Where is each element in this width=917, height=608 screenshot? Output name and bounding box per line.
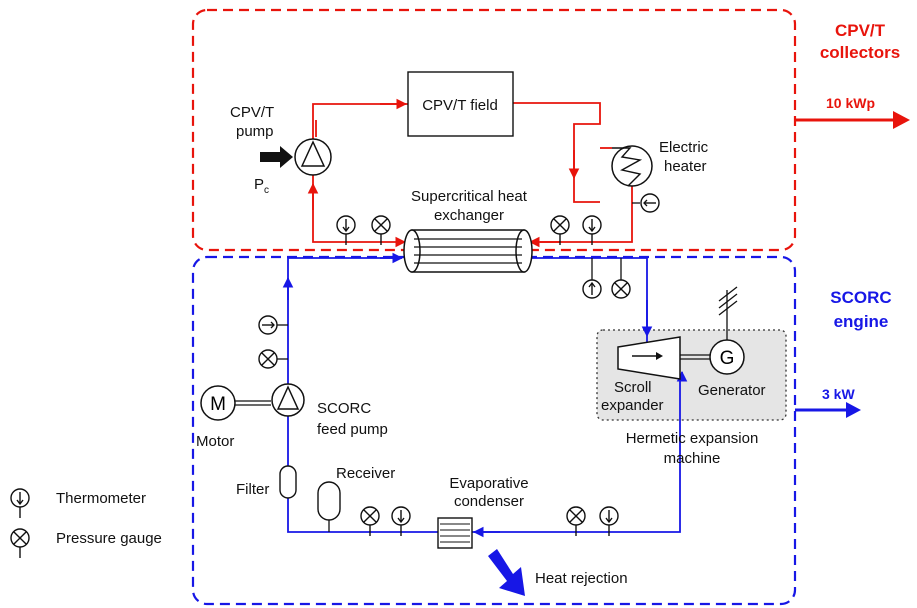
generator-icon: G	[709, 339, 745, 375]
scorc-title-line1: SCORC	[830, 288, 891, 307]
cpvt-title-line2: collectors	[820, 43, 900, 62]
scroll-expander-icon	[617, 336, 681, 380]
hermetic-machine-label-line2: machine	[664, 450, 721, 467]
pressure-gauge-icon	[611, 258, 631, 299]
power-symbol: Pc	[254, 176, 269, 196]
scorc-output-label: 3 kW	[822, 386, 855, 402]
pressure-gauge-icon	[258, 349, 288, 369]
cpvt-pump-icon	[294, 138, 332, 176]
supercritical-heat-exchanger	[403, 229, 533, 273]
receiver-label: Receiver	[336, 465, 395, 482]
electric-heater-label-line2: heater	[664, 158, 707, 175]
legend-pressure-gauge-label: Pressure gauge	[56, 530, 162, 547]
pressure-gauge-icon	[550, 215, 570, 246]
thermometer-icon	[582, 215, 602, 246]
condenser-label-line2: condenser	[454, 493, 524, 510]
electric-heater-label-line1: Electric	[659, 139, 709, 156]
temperature-sensor-icon	[258, 315, 288, 335]
thermometer-icon	[336, 215, 356, 246]
cpvt-output-label: 10 kWp	[826, 95, 875, 111]
heat-exchanger-label-line1: Supercritical heat	[411, 188, 528, 205]
cpvt-pump-label-line1: CPV/T	[230, 104, 274, 121]
legend: Thermometer Pressure gauge	[10, 488, 162, 559]
scorc-feed-pump-icon	[271, 383, 305, 417]
thermometer-icon	[582, 258, 602, 299]
scorc-output-arrowhead	[846, 402, 861, 418]
heat-rejection-arrow-icon	[488, 549, 525, 596]
pressure-gauge-icon	[371, 215, 391, 246]
cpvt-title-line1: CPV/T	[835, 21, 886, 40]
motor-label: Motor	[196, 433, 234, 450]
legend-pressure-gauge-icon	[10, 528, 30, 559]
feed-pump-label-line2: feed pump	[317, 421, 388, 438]
expander-label-line1: Scroll	[614, 379, 652, 396]
filter-icon	[279, 465, 297, 499]
legend-thermometer-icon	[10, 488, 30, 519]
scorc-title-line2: engine	[834, 312, 889, 331]
power-input-arrow-icon	[260, 146, 293, 168]
scorc-boundary	[191, 255, 797, 606]
cpvt-pump-label-line2: pump	[236, 123, 274, 140]
electric-heater-icon	[611, 145, 653, 187]
hermetic-machine-label-line1: Hermetic expansion	[626, 430, 759, 447]
cpvt-field-box	[407, 71, 514, 137]
svg-text:M: M	[210, 394, 226, 415]
condenser-label-line1: Evaporative	[449, 475, 528, 492]
legend-thermometer-label: Thermometer	[56, 490, 146, 507]
filter-label: Filter	[236, 481, 269, 498]
svg-text:G: G	[720, 348, 735, 369]
generator-label: Generator	[698, 382, 766, 399]
expander-label-line2: expander	[601, 397, 664, 414]
receiver-icon	[317, 481, 341, 521]
cpvt-field-label: CPV/T field	[422, 97, 498, 114]
heat-exchanger-label-line2: exchanger	[434, 207, 504, 224]
electrical-connection-icon	[718, 286, 738, 340]
feed-pump-label-line1: SCORC	[317, 400, 371, 417]
cpvt-output-arrowhead	[893, 111, 910, 129]
evaporative-condenser	[437, 517, 473, 549]
temperature-sensor-icon	[632, 193, 660, 213]
motor-icon: M	[200, 385, 236, 421]
heat-rejection-label: Heat rejection	[535, 570, 628, 587]
